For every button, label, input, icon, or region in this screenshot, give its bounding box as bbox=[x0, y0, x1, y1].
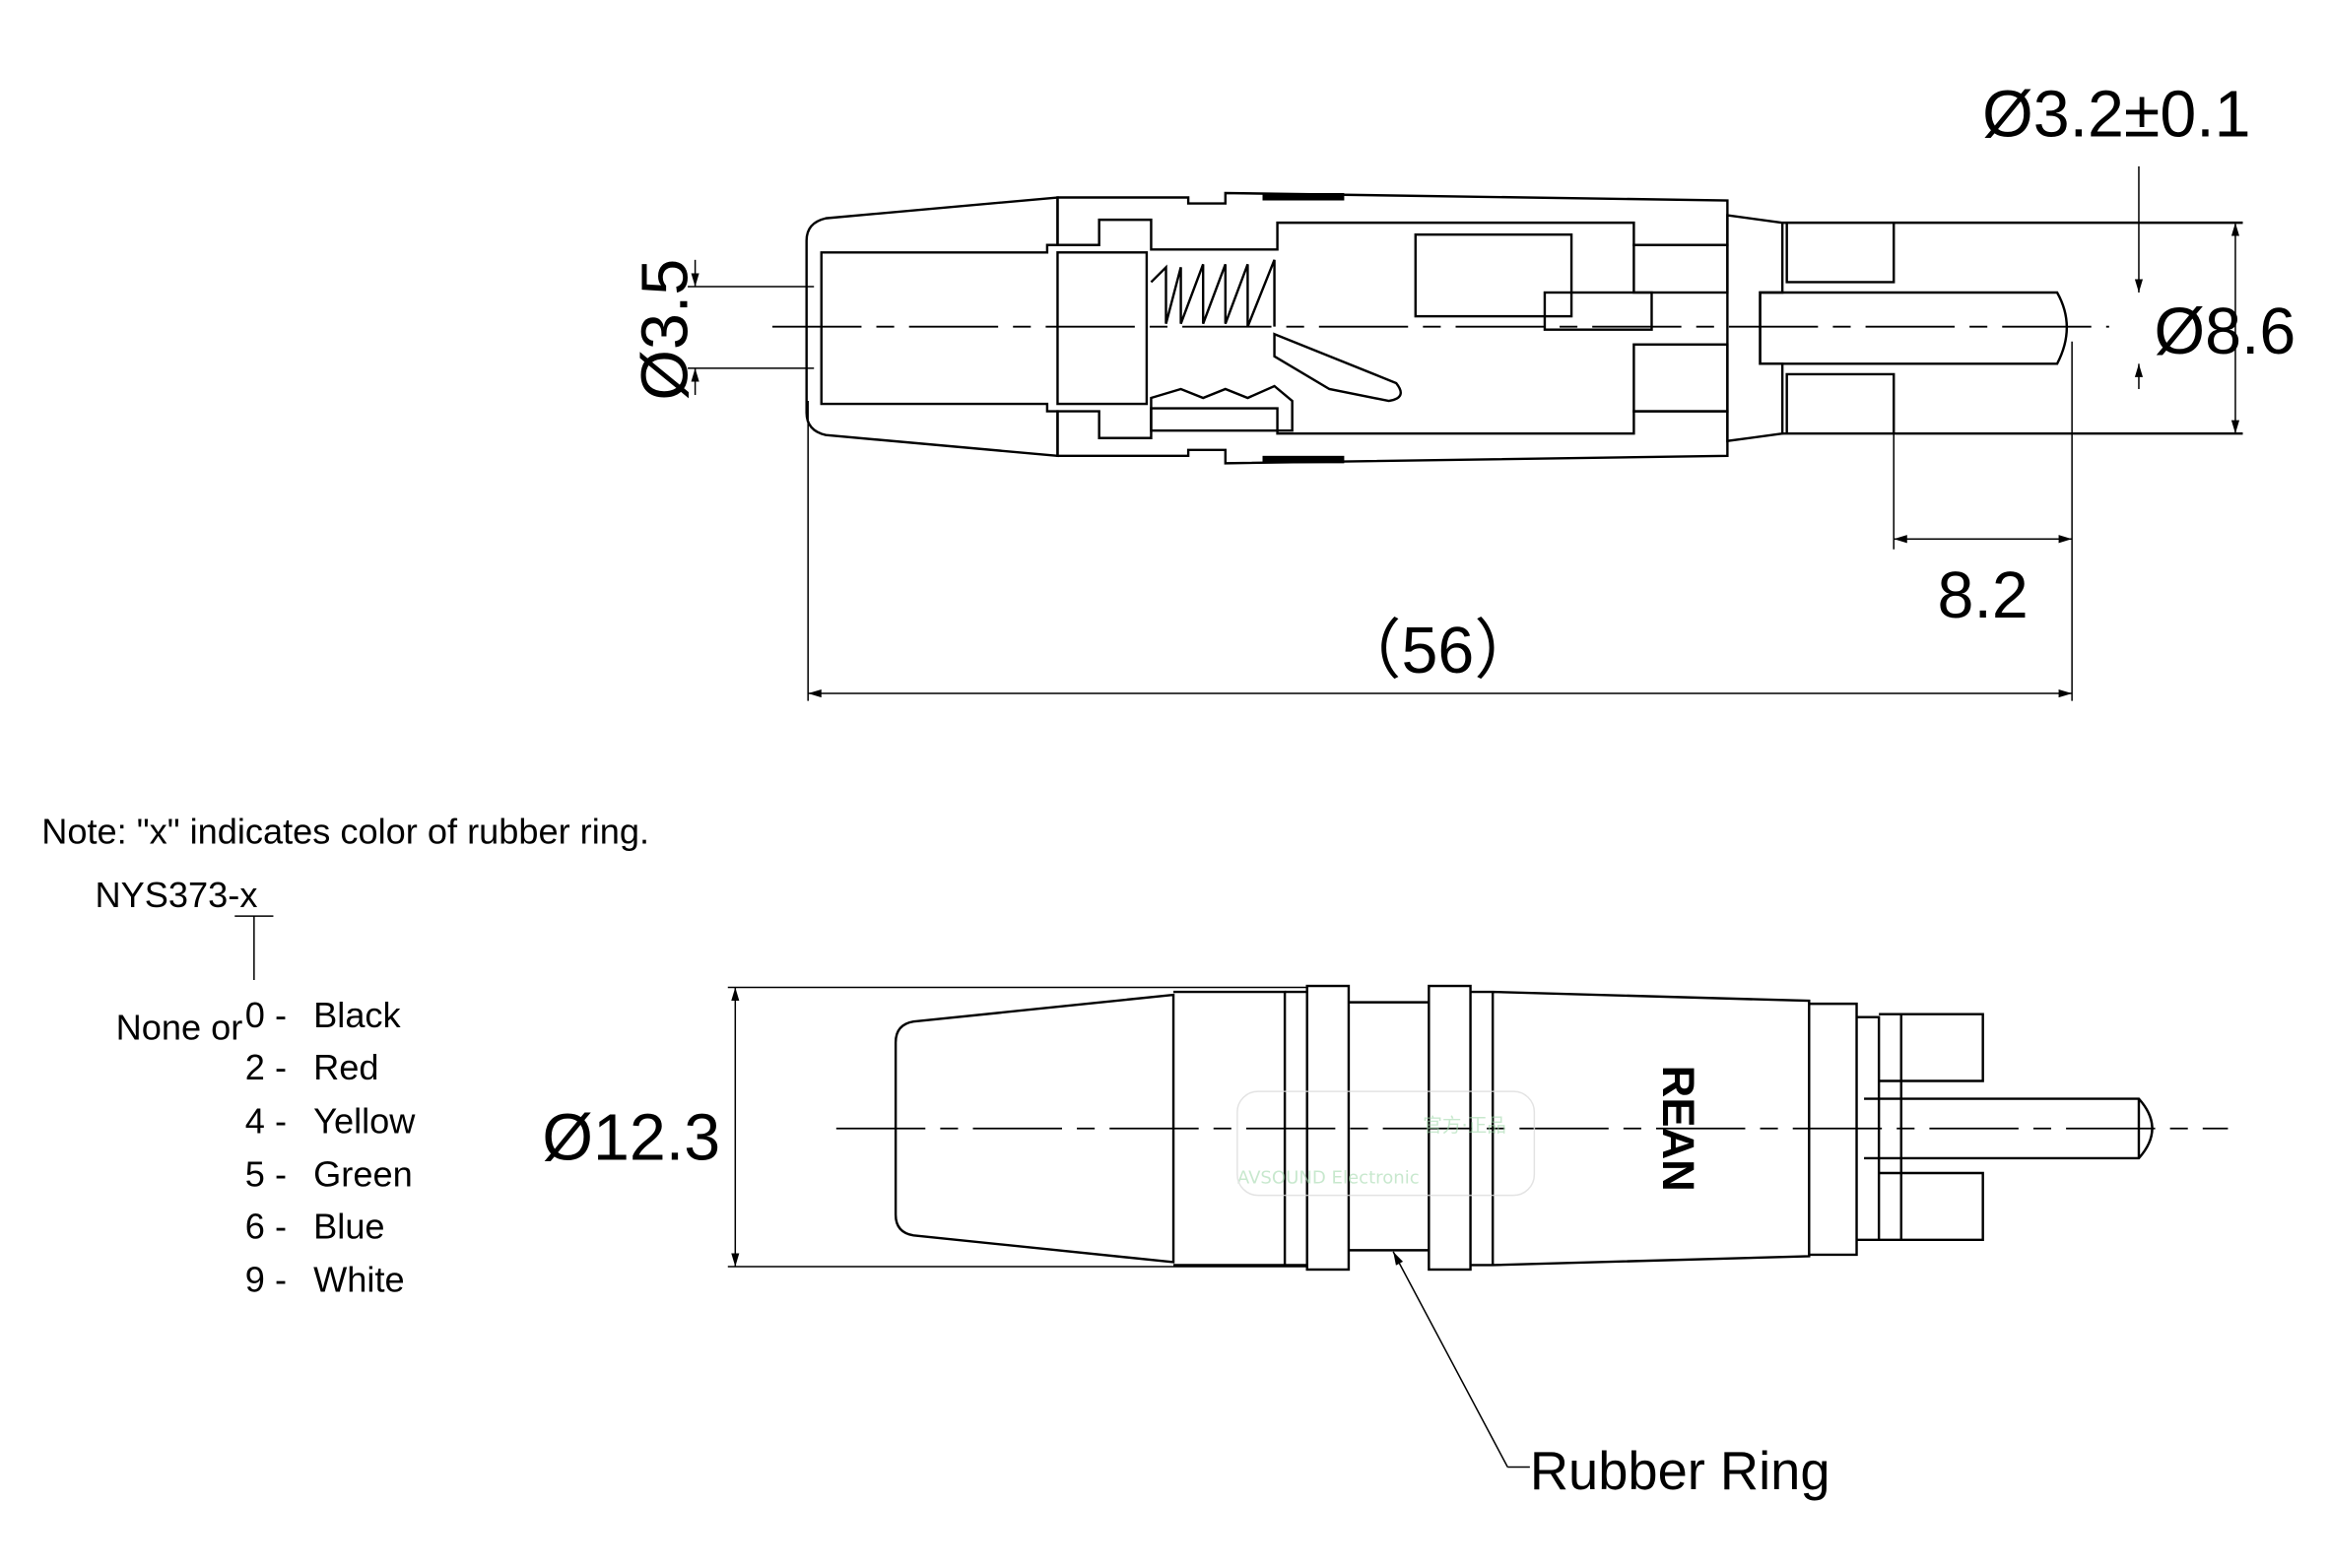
note-text: Note: "x" indicates color of rubber ring… bbox=[41, 811, 649, 851]
color-code: 2 - bbox=[245, 1047, 287, 1087]
rubber-ring-callout: Rubber Ring bbox=[1392, 1251, 1830, 1501]
center-pin bbox=[1759, 291, 2068, 365]
rear-body bbox=[1726, 214, 1784, 443]
notes: Note: "x" indicates color of rubber ring… bbox=[41, 811, 649, 1299]
dim-label: Ø3.2±0.1 bbox=[1982, 79, 2250, 152]
color-name: Black bbox=[313, 995, 401, 1035]
dim-label: （56） bbox=[1336, 615, 1539, 687]
color-name: White bbox=[313, 1260, 404, 1300]
dim-label: 8.2 bbox=[1938, 559, 2029, 632]
dim-pin: Ø3.2±0.1 bbox=[1982, 79, 2251, 389]
color-code: 4 - bbox=[245, 1100, 287, 1141]
shell-section-bottom bbox=[1056, 407, 1729, 465]
grip-teeth-top bbox=[1150, 259, 1276, 328]
color-code: 0 - bbox=[245, 995, 287, 1035]
dim-diameter: Ø12.3 bbox=[542, 986, 1307, 1268]
contact-block bbox=[1414, 232, 1573, 318]
dim-pin-length: 8.2 bbox=[1893, 341, 2073, 701]
shell-section-top bbox=[1056, 191, 1729, 251]
color-name: Yellow bbox=[313, 1100, 416, 1141]
inner-sleeve bbox=[1056, 251, 1149, 406]
color-code: 9 - bbox=[245, 1260, 287, 1300]
contact-spring bbox=[1273, 332, 1402, 403]
rubber-ring-top bbox=[1262, 192, 1345, 201]
dim-label: Ø3.5 bbox=[629, 259, 701, 401]
grip-teeth-bottom bbox=[1150, 384, 1294, 432]
boot bbox=[894, 993, 1175, 1264]
dim-label: Ø8.6 bbox=[2155, 295, 2296, 368]
dim-cable-bore: Ø3.5 bbox=[629, 259, 815, 401]
watermark: 官方·正品 AVSOUND Electronic bbox=[1236, 1090, 1536, 1197]
insulator-top bbox=[1632, 243, 1729, 294]
section-view: Ø3.5 Ø3.2±0.1 Ø8.6 8.2 （56） bbox=[629, 79, 2296, 701]
watermark-en: AVSOUND Electronic bbox=[1237, 1168, 1420, 1189]
color-name: Green bbox=[313, 1154, 413, 1195]
dim-overall-length: （56） bbox=[807, 401, 2073, 701]
side-view: REAN Ø12.3 Rubber Ring bbox=[542, 984, 2229, 1501]
rubber-ring-bottom bbox=[1262, 455, 1345, 464]
dim-label: Ø12.3 bbox=[542, 1101, 720, 1174]
contact-pin-stem bbox=[1543, 291, 1653, 331]
watermark-cn: 官方·正品 bbox=[1423, 1114, 1506, 1137]
tube-segments bbox=[1879, 1013, 1984, 1242]
boot-section bbox=[805, 196, 1059, 458]
callout-label: Rubber Ring bbox=[1530, 1441, 1830, 1501]
none-or-label: None or bbox=[116, 1007, 243, 1047]
outer-tube bbox=[1782, 221, 2243, 435]
color-name: Red bbox=[313, 1047, 378, 1087]
color-code: 5 - bbox=[245, 1154, 287, 1195]
dim-tube: Ø8.6 bbox=[2155, 223, 2296, 434]
color-name: Blue bbox=[313, 1206, 384, 1246]
color-code: 6 - bbox=[245, 1206, 287, 1246]
color-list: 0 - Black 2 - Red 4 - Yellow 5 - Green 6… bbox=[245, 995, 416, 1299]
part-number: NYS373-x bbox=[96, 875, 258, 915]
insulator-bottom bbox=[1632, 343, 1729, 413]
rubber-ring-band bbox=[1285, 990, 1430, 1267]
